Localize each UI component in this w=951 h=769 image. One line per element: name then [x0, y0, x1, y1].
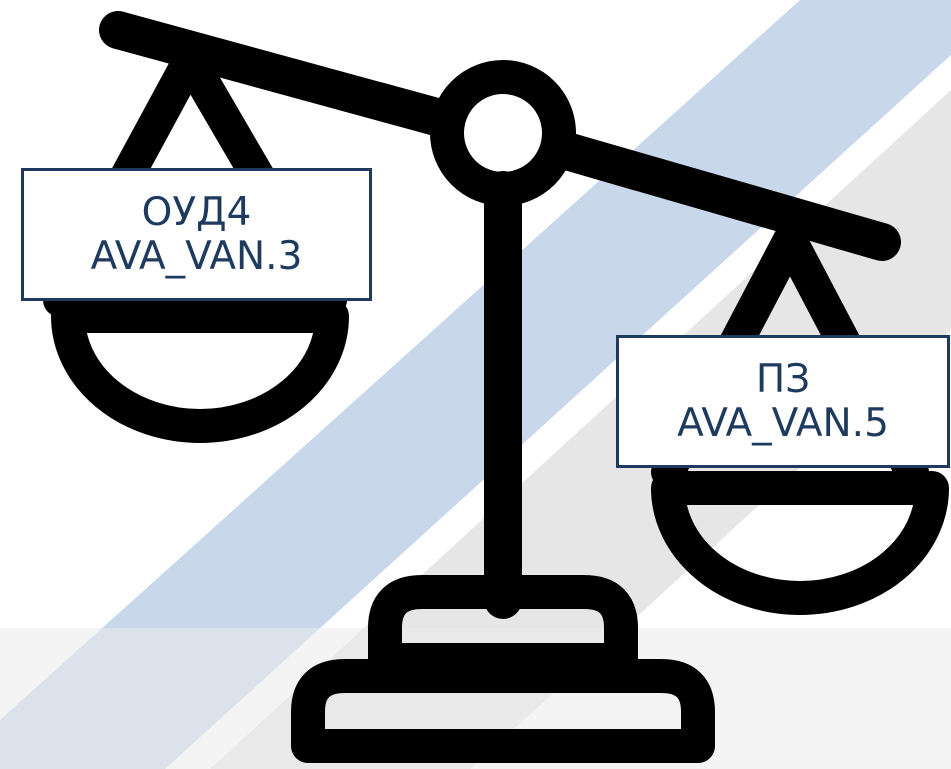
scale-beam-right: [570, 152, 882, 242]
left-pan-label-line2: AVA_VAN.3: [24, 235, 369, 279]
scale-base-lower: [308, 676, 698, 746]
scale-base-upper: [385, 592, 621, 660]
left-pan: [68, 316, 332, 426]
right-pan-label-line2: AVA_VAN.5: [619, 402, 947, 446]
left-pan-label-line1: ОУД4: [24, 191, 369, 235]
right-pan: [668, 488, 932, 598]
right-pan-label-line1: ПЗ: [619, 358, 947, 402]
left-pan-label-box: ОУД4 AVA_VAN.3: [21, 168, 372, 301]
right-pan-label-box: ПЗ AVA_VAN.5: [616, 335, 950, 468]
